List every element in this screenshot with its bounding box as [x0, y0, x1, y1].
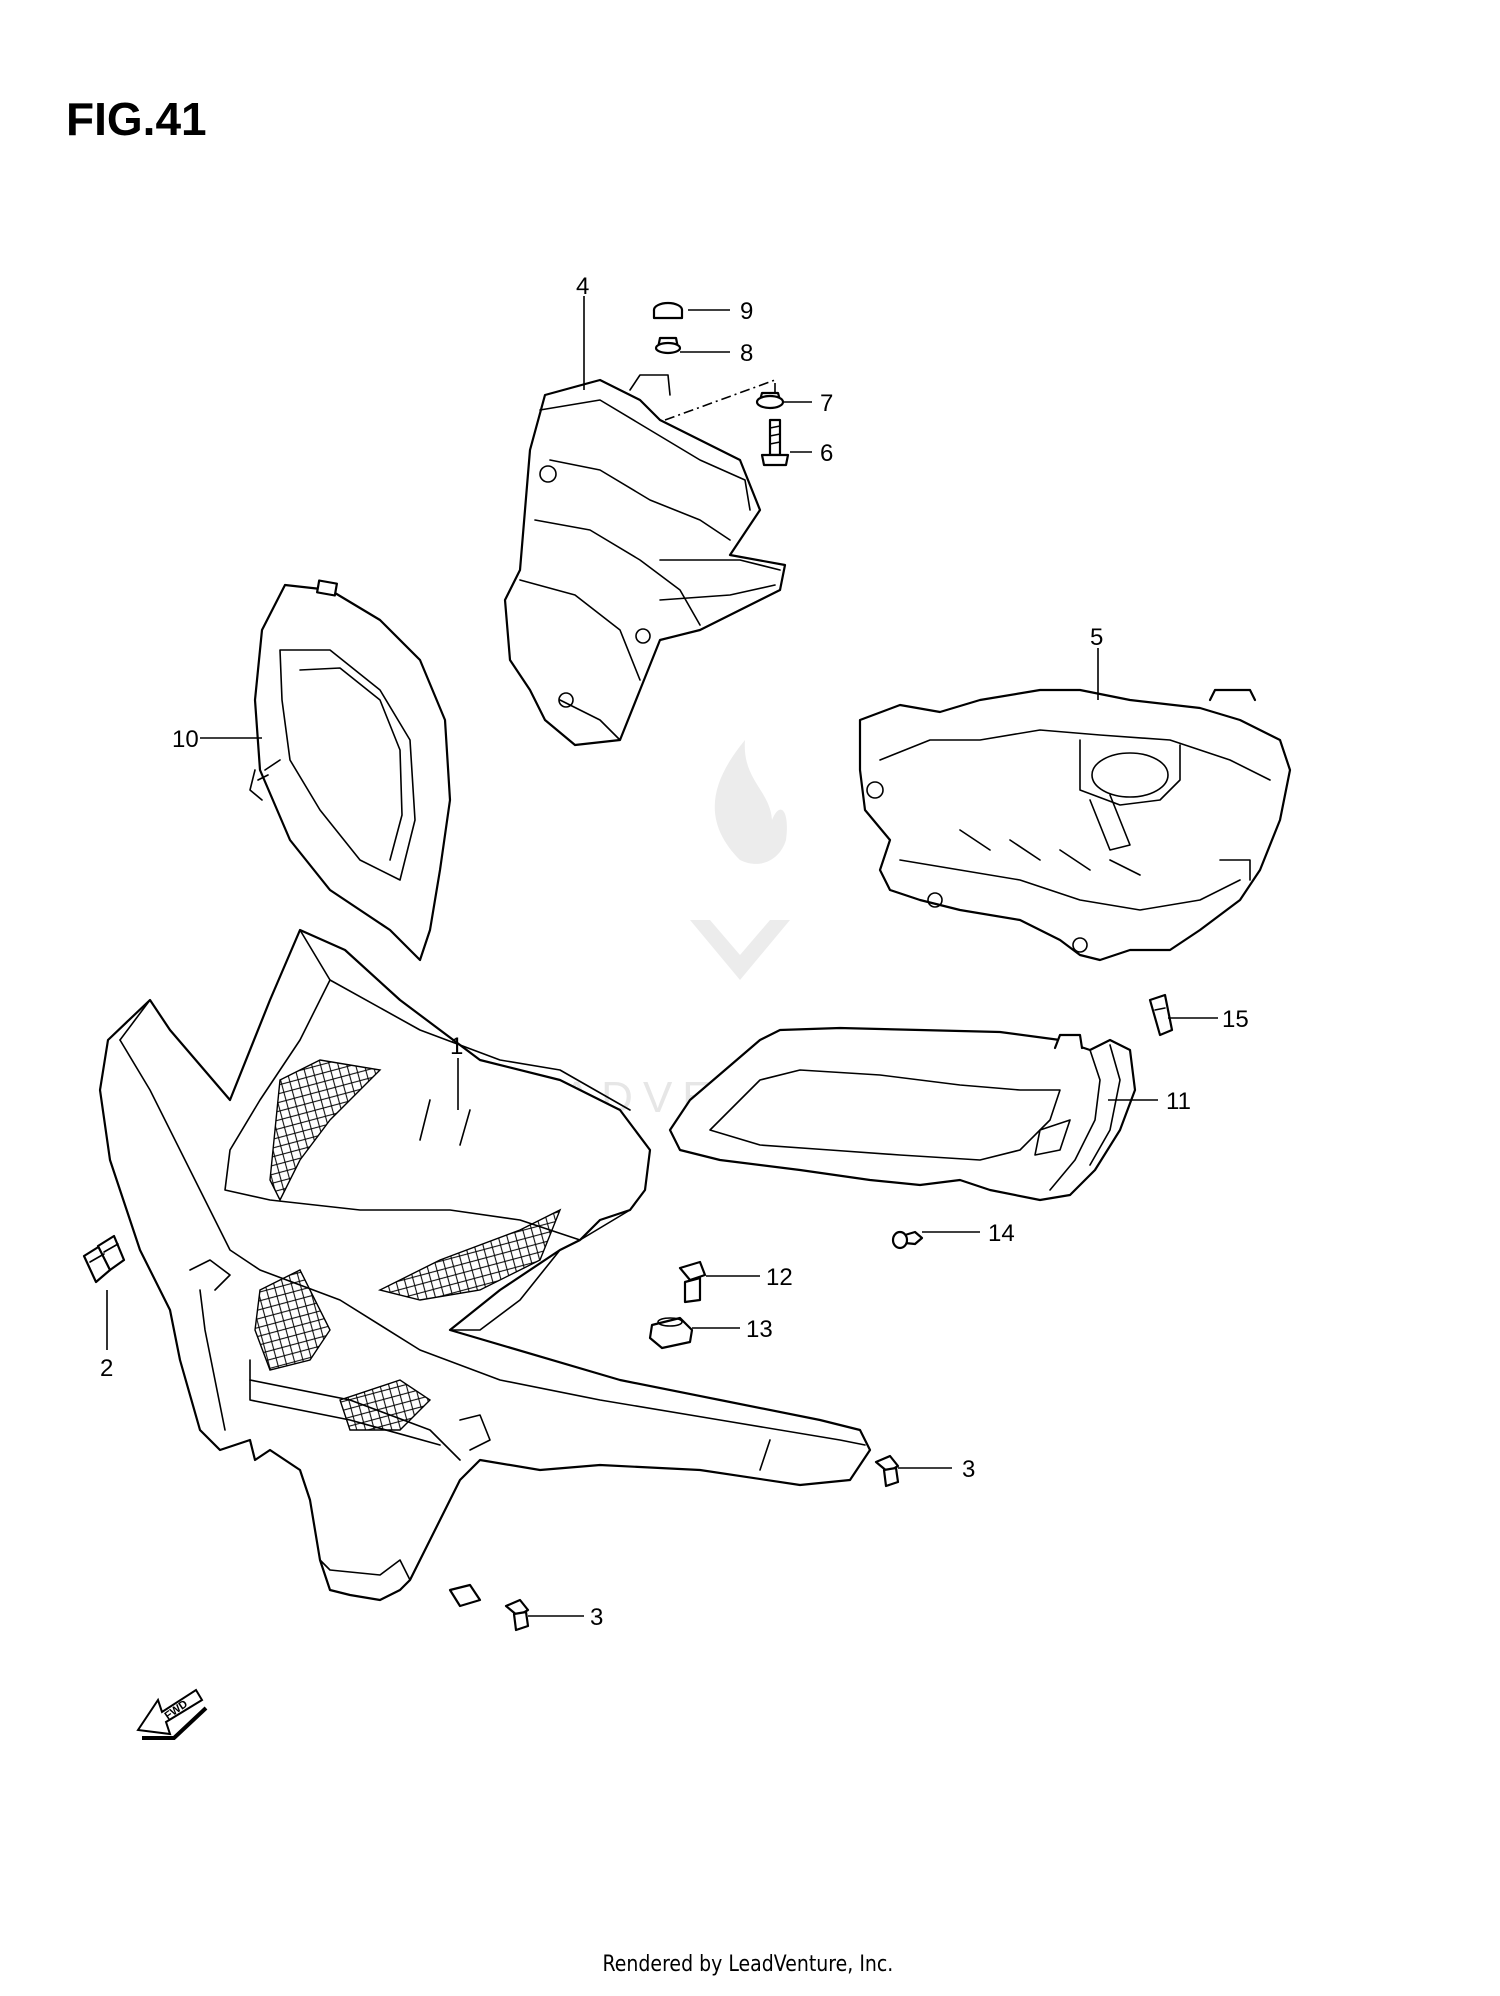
part-11-right-bezel: [668, 1026, 1137, 1202]
part-5-lower-tray: [858, 688, 1292, 962]
callout-3-bottom: 3: [590, 1604, 603, 1631]
part-15-clip: [1148, 993, 1174, 1037]
callout-6: 6: [820, 440, 833, 467]
watermark-v-icon: [690, 920, 790, 980]
part-2-emblem: [82, 1234, 126, 1284]
bolt-6: [768, 418, 782, 457]
part-10-left-bezel: [249, 579, 452, 962]
callout-8: 8: [740, 340, 753, 367]
leader-lines: [106, 296, 1218, 1617]
part-4-headlight-housing: [503, 374, 787, 747]
hardware-top: [652, 301, 790, 467]
callout-7: 7: [820, 390, 833, 417]
grommet-13: [648, 1316, 694, 1350]
part-1-front-grille: [98, 928, 872, 1608]
fwd-arrow-icon: FWD: [136, 1688, 208, 1740]
callout-9: 9: [740, 298, 753, 325]
callout-2: 2: [100, 1355, 113, 1382]
footer-credit: Rendered by LeadVenture, Inc.: [602, 1952, 894, 1977]
watermark-flame-icon: [714, 740, 787, 864]
callout-10: 10: [172, 726, 199, 753]
callout-14: 14: [988, 1220, 1015, 1247]
callout-1: 1: [450, 1033, 463, 1060]
callout-5: 5: [1090, 624, 1103, 651]
callout-3-right: 3: [962, 1456, 975, 1483]
callout-13: 13: [746, 1316, 773, 1343]
hardware-rivets: [504, 1454, 900, 1632]
screw-12: [678, 1260, 707, 1282]
callout-11: 11: [1166, 1088, 1191, 1115]
hardware-mid: [648, 1230, 924, 1350]
callout-15: 15: [1222, 1006, 1249, 1033]
callout-4: 4: [576, 273, 589, 300]
callout-12: 12: [766, 1264, 793, 1291]
figure-title: FIG.41: [66, 93, 207, 145]
callout-labels: 9 8 7 6 4 5 10 1 15 11 14 12 13 2 3 3: [100, 273, 1249, 1631]
